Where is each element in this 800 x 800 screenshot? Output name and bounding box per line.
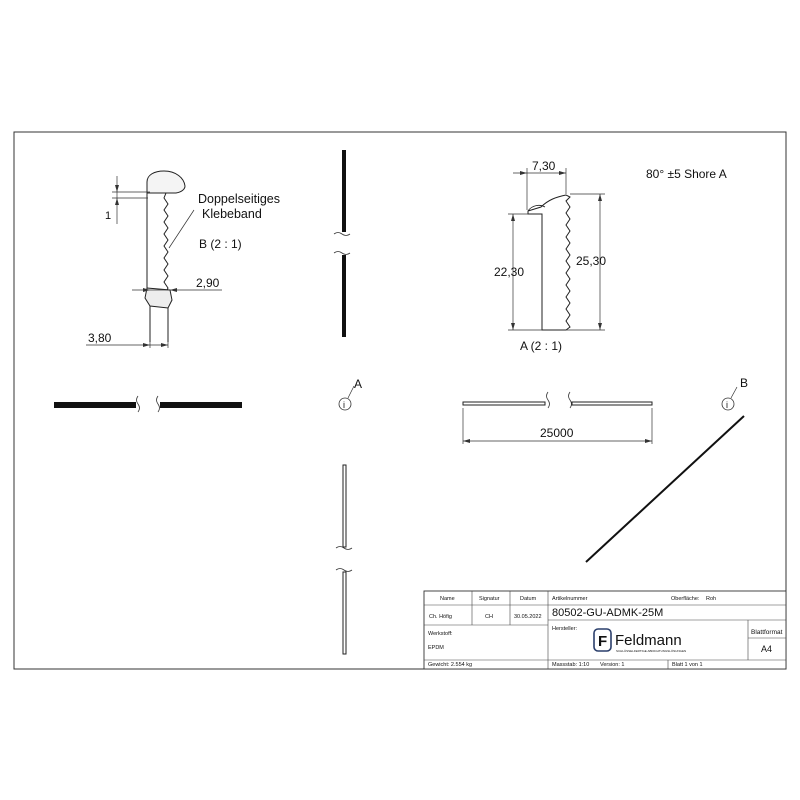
tb-werkstoff-label: Werkstoff:	[428, 631, 453, 637]
tb-header-name: Name	[440, 596, 455, 602]
arrowhead	[143, 343, 150, 347]
marker-a-symbol: i	[343, 400, 345, 410]
arrowhead	[161, 343, 168, 347]
feldmann-logo-name: Feldmann	[615, 632, 682, 649]
tb-header-oberflaeche: Oberfläche:	[671, 596, 700, 602]
tb-drawn-by-datum: 30.05.2022	[514, 614, 542, 620]
title-block: Name Signatur Datum Artikelnummer Oberfl…	[423, 590, 787, 670]
feldmann-logo-tagline: SCHLÜSSELFERTIGE ABDICHTUNGSLÖSUNGEN	[616, 649, 686, 653]
tb-drawn-by-signatur: CH	[485, 614, 493, 620]
length-dim-label: 25000	[540, 426, 574, 440]
arrowhead	[115, 198, 119, 205]
detail-b-callout-leader	[168, 209, 195, 249]
horizontal-profile-right-part2	[571, 401, 653, 406]
tb-version: Version: 1	[600, 662, 624, 668]
vertical-profile-top	[333, 150, 351, 337]
horizontal-profile-right: 25000	[462, 391, 653, 444]
marker-a-circle	[338, 397, 352, 411]
arrowhead	[143, 288, 150, 292]
detail-marker-a: i A	[338, 377, 362, 411]
horizontal-profile-right-part1	[462, 401, 546, 406]
marker-b-circle	[721, 397, 735, 411]
tb-blattformat-value: A4	[761, 644, 772, 654]
tb-header-artikelnummer: Artikelnummer	[552, 596, 588, 602]
vertical-profile-bottom-upper	[342, 464, 347, 548]
tb-drawn-by-name: Ch. Höfig	[429, 614, 452, 620]
feldmann-logo: F Feldmann SCHLÜSSELFERTIGE ABDICHTUNGSL…	[593, 628, 686, 653]
drawing-frame	[13, 131, 787, 670]
break-mark	[546, 391, 550, 409]
detail-b-callout-line2: Klebeband	[202, 207, 262, 221]
arrowhead	[511, 323, 515, 330]
vertical-profile-top-lower	[342, 255, 346, 337]
break-mark	[568, 391, 572, 409]
detail-b-dim-1-label: 1	[105, 210, 111, 222]
detail-a-view: 7,30 22,30 25,30 A (2 : 1)	[494, 159, 606, 353]
horizontal-profile-left-part1	[54, 402, 136, 408]
tb-header-signatur: Signatur	[479, 596, 500, 602]
detail-b-profile-body	[146, 192, 169, 293]
marker-b-symbol: i	[726, 400, 728, 410]
detail-b-label: B (2 : 1)	[199, 237, 242, 251]
marker-a-letter: A	[354, 377, 362, 391]
detail-a-profile	[527, 194, 571, 331]
arrowhead	[598, 194, 602, 201]
tb-gewicht: Gewicht: 2.554 kg	[428, 662, 472, 668]
arrowhead	[115, 185, 119, 192]
break-mark	[333, 232, 351, 236]
detail-b-dim-width-label: 3,80	[88, 331, 112, 345]
feldmann-logo-mark	[593, 628, 612, 652]
feldmann-logo-letter: F	[598, 633, 607, 650]
detail-marker-b: i B	[721, 376, 748, 411]
detail-a-label: A (2 : 1)	[520, 339, 562, 353]
arrowhead	[170, 288, 177, 292]
vertical-profile-top-upper	[342, 150, 346, 232]
tb-oberflaeche-value: Roh	[706, 596, 716, 602]
tb-article-number: 80502-GU-ADMK-25M	[552, 607, 663, 619]
marker-b-letter: B	[740, 376, 748, 390]
detail-a-dim-top-label: 7,30	[532, 159, 556, 173]
arrowhead	[559, 171, 566, 175]
arrowhead	[463, 439, 470, 443]
arrowhead	[598, 323, 602, 330]
detail-a-dim-outer-label: 25,30	[576, 254, 606, 268]
detail-b-profile-head	[146, 170, 186, 194]
detail-b-callout-line1: Doppelseitiges	[198, 192, 280, 206]
arrowhead	[511, 214, 515, 221]
vertical-profile-bottom	[335, 464, 353, 655]
detail-b-view: 1 Doppelseitiges Klebeband B (2 : 1) 2,9…	[86, 170, 280, 348]
break-mark	[335, 568, 353, 572]
tb-massstab: Massstab: 1:10	[552, 662, 589, 668]
shore-hardness-note: 80° ±5 Shore A	[646, 167, 727, 181]
arrowhead	[645, 439, 652, 443]
detail-a-dim-inner-label: 22,30	[494, 265, 524, 279]
vertical-profile-bottom-lower	[342, 571, 347, 655]
isometric-profile-view	[585, 415, 745, 563]
horizontal-profile-left-part2	[160, 402, 242, 408]
tb-hersteller-label: Hersteller:	[552, 626, 578, 632]
break-mark	[156, 395, 160, 413]
detail-b-dim-thickness-label: 2,90	[196, 276, 220, 290]
horizontal-profile-left	[54, 395, 242, 413]
break-mark	[335, 546, 353, 550]
tb-blattformat-label: Blattformat	[751, 629, 783, 636]
tb-header-datum: Datum	[520, 596, 537, 602]
break-mark	[136, 395, 140, 413]
tb-werkstoff-value: EPDM	[428, 645, 444, 651]
marker-a-leader	[347, 385, 355, 399]
tb-blatt: Blatt 1 von 1	[672, 662, 703, 668]
marker-b-leader	[730, 386, 738, 399]
detail-a-lip	[527, 204, 546, 212]
break-mark	[333, 251, 351, 255]
detail-b-adhesive-tape	[144, 287, 173, 309]
detail-b-lower-shank	[149, 306, 169, 342]
arrowhead	[520, 171, 527, 175]
